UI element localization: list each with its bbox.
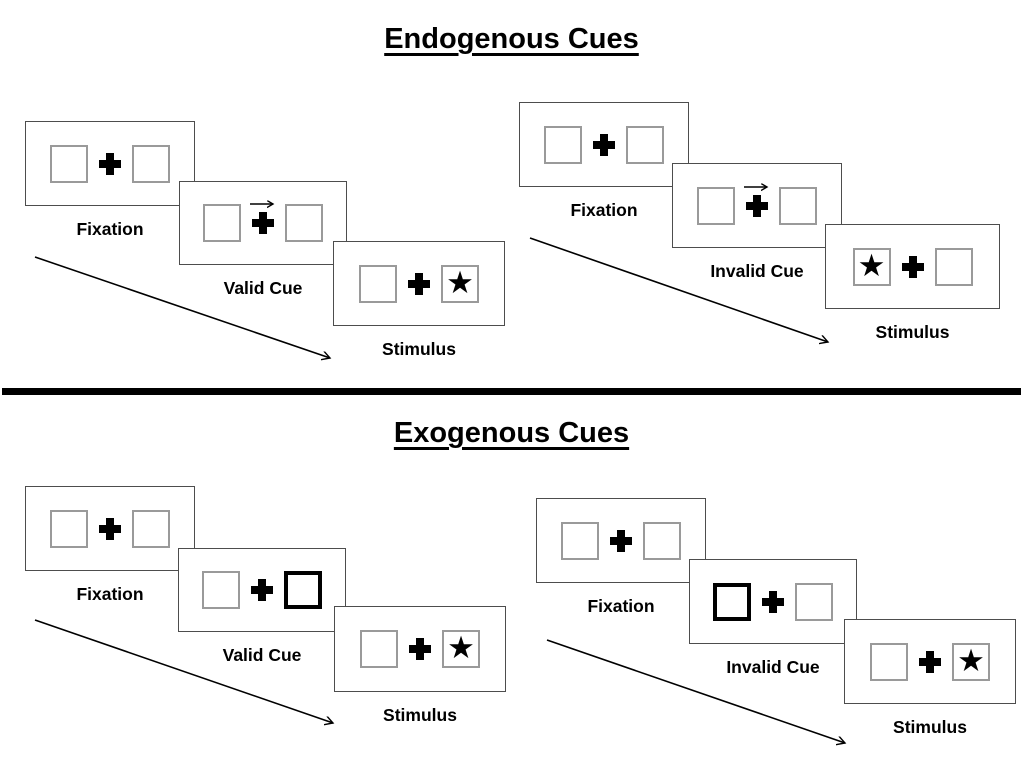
- exogenous-valid-stimulus-step: ★ Stimulus: [334, 606, 506, 726]
- stimulus-panel: ★: [334, 606, 506, 692]
- cue-panel: [178, 548, 346, 632]
- stimulus-panel: ★: [333, 241, 505, 326]
- bold-cue-box-right: [284, 571, 322, 609]
- timeline-arrow: [34, 619, 342, 731]
- step-label: Invalid Cue: [726, 657, 820, 677]
- placeholder-box-left: [870, 642, 908, 681]
- exogenous-invalid-fixation-step: Fixation: [536, 498, 706, 617]
- placeholder-box-right: [132, 509, 170, 548]
- fixation-cross-icon: [409, 638, 431, 660]
- fixation-cross-icon: [99, 517, 121, 540]
- placeholder-box-left: [561, 521, 599, 560]
- step-label: Invalid Cue: [710, 261, 804, 281]
- cue-panel: [689, 559, 857, 644]
- step-label: Valid Cue: [222, 645, 302, 665]
- placeholder-box-left: [50, 144, 88, 183]
- fixation-cross-icon: [593, 133, 615, 156]
- step-label: Stimulus: [383, 705, 457, 725]
- placeholder-box-left: [202, 571, 240, 609]
- fixation-cross-icon: [744, 195, 768, 217]
- placeholder-box-right: [626, 125, 664, 164]
- placeholder-box-left: [50, 509, 88, 548]
- step-label: Stimulus: [875, 322, 950, 342]
- fixation-cross-icon: [919, 650, 941, 673]
- star-icon: ★: [446, 264, 474, 300]
- endogenous-invalid-fixation-step: Fixation: [519, 102, 689, 221]
- endogenous-invalid-stimulus-step: ★ Stimulus: [825, 224, 1000, 343]
- timeline-arrow: [34, 256, 340, 366]
- exogenous-section-title-text: Exogenous Cues: [393, 417, 630, 449]
- step-label: Fixation: [76, 219, 144, 239]
- stimulus-box-right: ★: [442, 630, 480, 668]
- cue-panel: [672, 163, 842, 248]
- placeholder-box-left: [544, 125, 582, 164]
- step-label: Fixation: [570, 200, 638, 220]
- step-label: Valid Cue: [223, 278, 303, 298]
- endogenous-section-title-text: Endogenous Cues: [384, 23, 639, 55]
- placeholder-box-right: [779, 186, 817, 225]
- fixation-panel: [25, 121, 195, 206]
- placeholder-box-left: [697, 186, 735, 225]
- stimulus-panel: ★: [825, 224, 1000, 309]
- exogenous-valid-fixation-step: Fixation: [25, 486, 195, 605]
- placeholder-box-left: [203, 204, 241, 242]
- timeline-arrow: [546, 639, 854, 751]
- placeholder-box-left: [360, 630, 398, 668]
- stimulus-box-right: ★: [441, 264, 479, 303]
- endogenous-valid-cue-step: Valid Cue: [179, 181, 347, 299]
- step-label: Fixation: [76, 584, 144, 604]
- bold-cue-box-left: [713, 582, 751, 621]
- fixation-panel: [519, 102, 689, 187]
- fixation-cross-icon: [99, 152, 121, 175]
- fixation-cross-icon: [251, 579, 273, 601]
- endogenous-section-title: Endogenous Cues: [0, 23, 1023, 56]
- fixation-cross-icon: [762, 590, 784, 613]
- placeholder-box-right: [132, 144, 170, 183]
- endogenous-invalid-cue-step: Invalid Cue: [672, 163, 842, 282]
- section-divider: [2, 388, 1021, 395]
- star-icon: ★: [447, 630, 475, 665]
- star-icon: ★: [957, 642, 985, 678]
- stimulus-box-left: ★: [852, 247, 891, 286]
- fixation-cross-icon: [250, 212, 274, 234]
- fixation-panel: [25, 486, 195, 571]
- step-label: Stimulus: [382, 339, 456, 359]
- step-label: Fixation: [587, 596, 655, 616]
- fixation-panel: [536, 498, 706, 583]
- endogenous-valid-fixation-step: Fixation: [25, 121, 195, 240]
- timeline-arrow: [529, 237, 837, 351]
- cue-panel: [179, 181, 347, 265]
- exogenous-valid-cue-step: Valid Cue: [178, 548, 346, 666]
- placeholder-box-left: [359, 264, 397, 303]
- fixation-cross-icon: [610, 529, 632, 552]
- placeholder-box-right: [934, 247, 973, 286]
- cue-arrow-icon: [744, 181, 773, 193]
- stimulus-box-right: ★: [952, 642, 990, 681]
- fixation-cross-icon: [408, 272, 430, 295]
- star-icon: ★: [857, 247, 886, 283]
- placeholder-box-right: [643, 521, 681, 560]
- exogenous-invalid-cue-step: Invalid Cue: [689, 559, 857, 678]
- step-label: Stimulus: [893, 717, 967, 737]
- fixation-cross-icon: [901, 255, 924, 278]
- cue-arrow-icon: [250, 198, 279, 210]
- exogenous-invalid-stimulus-step: ★ Stimulus: [844, 619, 1016, 738]
- exogenous-section-title: Exogenous Cues: [0, 417, 1023, 450]
- stimulus-panel: ★: [844, 619, 1016, 704]
- placeholder-box-right: [285, 204, 323, 242]
- placeholder-box-right: [795, 582, 833, 621]
- endogenous-valid-stimulus-step: ★ Stimulus: [333, 241, 505, 360]
